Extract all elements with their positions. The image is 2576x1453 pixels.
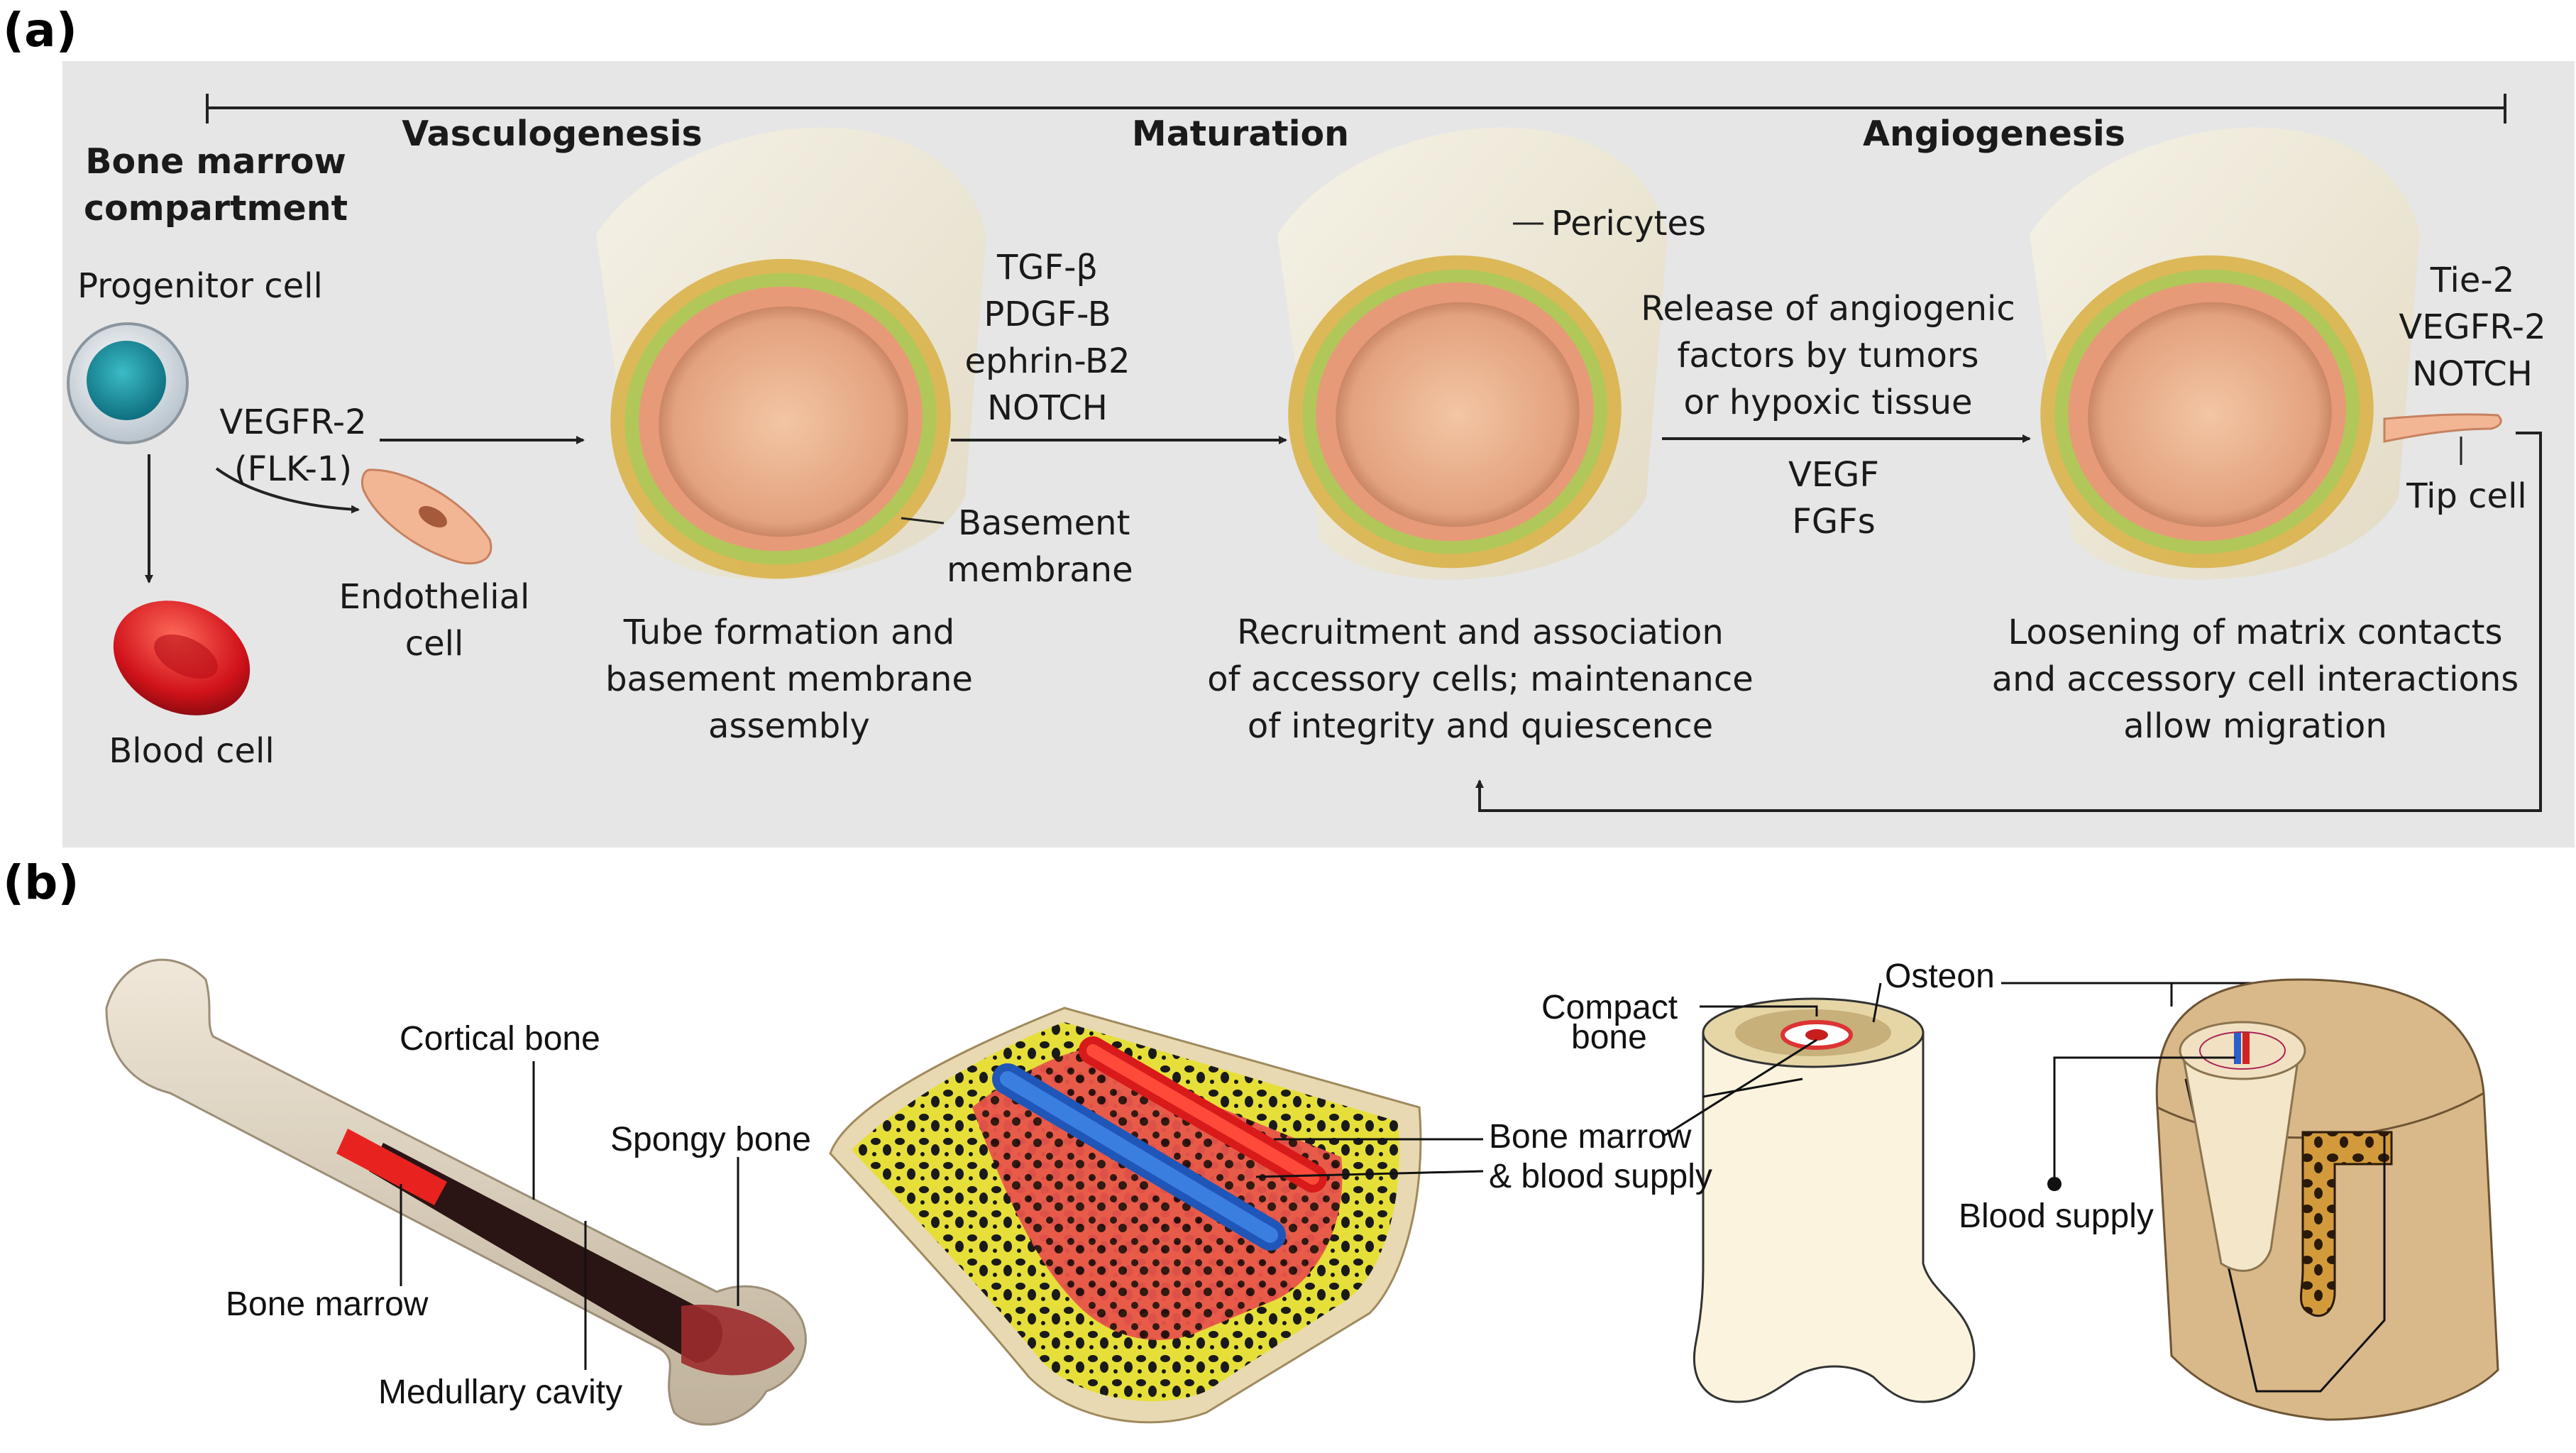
tip-receptor-3: NOTCH	[2412, 354, 2533, 394]
maturation-factor-2: PDGF-B	[984, 295, 1111, 334]
header-vasculogenesis: Vasculogenesis	[402, 114, 703, 154]
spongy-bone-label: Spongy bone	[610, 1121, 811, 1158]
medullary-cavity-label: Medullary cavity	[378, 1374, 623, 1411]
panel-b-label: (b)	[3, 855, 79, 910]
blood-cell-icon	[113, 601, 251, 715]
panel-a-label: (a)	[3, 3, 77, 57]
caption-loosen-line3: allow migration	[2123, 706, 2387, 746]
pericytes-label: Pericytes	[1551, 204, 1706, 243]
caption-recruit-line3: of integrity and quiescence	[1247, 706, 1714, 746]
basement-membrane-label-line1: Basement	[958, 503, 1130, 543]
maturation-factor-1: TGF-β	[996, 248, 1099, 287]
compact-bone-label-line1: Compact	[1541, 989, 1678, 1026]
header-maturation: Maturation	[1131, 114, 1350, 154]
tip-receptor-1: Tie-2	[2430, 261, 2515, 300]
long-bone-illustration	[105, 958, 807, 1426]
osteon-label: Osteon	[1885, 958, 1995, 995]
marrow-blood-label-line1: Bone marrow	[1489, 1118, 1692, 1156]
caption-recruit-line2: of accessory cells; maintenance	[1207, 659, 1754, 699]
osteon-block-illustration	[2155, 978, 2499, 1421]
maturation-factor-3: ephrin-B2	[964, 341, 1130, 381]
progenitor-cell-label: Progenitor cell	[77, 266, 323, 306]
vessel-tube-formation	[596, 127, 986, 580]
bone-cross-section	[829, 1007, 1422, 1424]
receptor-label-line2: (FLK-1)	[233, 449, 353, 489]
angio-factor-vegf: VEGF	[1788, 455, 1879, 495]
caption-tube-line1: Tube formation and	[623, 613, 955, 652]
caption-recruit-line1: Recruitment and association	[1237, 613, 1724, 652]
bone-marrow-title-line1: Bone marrow	[85, 141, 346, 182]
caption-loosen-line2: and accessory cell interactions	[1991, 659, 2519, 699]
vessel-angiogenesis	[2030, 127, 2502, 580]
timeline-bar	[206, 94, 2506, 124]
caption-tube-line3: assembly	[708, 706, 870, 746]
receptor-label-line1: VEGFR-2	[219, 402, 367, 442]
femur-outline-illustration	[1693, 997, 1976, 1403]
release-text-line2: factors by tumors	[1677, 336, 1979, 375]
endothelial-cell-icon	[360, 468, 492, 565]
marrow-blood-label-line2: & blood supply	[1489, 1158, 1712, 1195]
compact-bone-label-line2: bone	[1571, 1019, 1647, 1056]
header-angiogenesis: Angiogenesis	[1863, 114, 2125, 154]
release-text-line3: or hypoxic tissue	[1683, 383, 1973, 422]
tip-receptor-2: VEGFR-2	[2399, 307, 2546, 347]
tip-cell-label: Tip cell	[2406, 476, 2527, 516]
vessel-maturation	[1277, 127, 1668, 580]
blood-supply-label: Blood supply	[1959, 1197, 2154, 1235]
bone-marrow-label: Bone marrow	[226, 1285, 429, 1323]
angio-factor-fgfs: FGFs	[1792, 502, 1876, 542]
release-text-line1: Release of angiogenic	[1641, 289, 2015, 329]
cortical-bone-label: Cortical bone	[400, 1020, 600, 1058]
basement-membrane-label-line2: membrane	[947, 550, 1133, 590]
blood-cell-label: Blood cell	[109, 731, 275, 771]
endothelial-cell-label-line1: Endothelial	[338, 577, 530, 617]
blood-supply-dot	[2047, 1177, 2062, 1191]
maturation-factor-4: NOTCH	[987, 388, 1108, 428]
caption-tube-line2: basement membrane	[605, 659, 973, 699]
progenitor-cell-icon	[67, 322, 189, 444]
endothelial-cell-label-line2: cell	[404, 624, 464, 664]
bone-marrow-title-line2: compartment	[83, 188, 348, 229]
caption-loosen-line1: Loosening of matrix contacts	[2008, 613, 2503, 652]
